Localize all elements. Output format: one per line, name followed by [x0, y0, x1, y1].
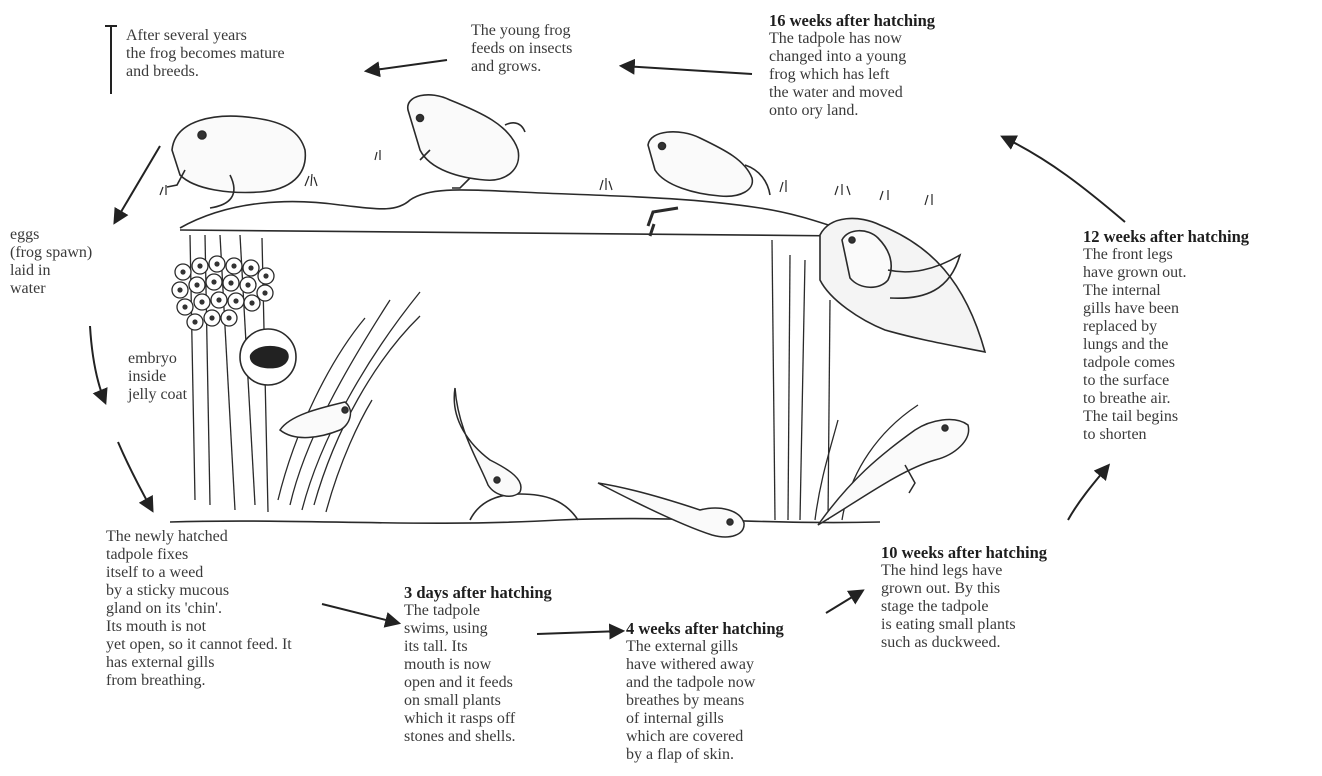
arrow-eggs-to-embryo: [90, 326, 105, 402]
adult-frog-breeding: [167, 116, 305, 208]
mature-bracket: [105, 25, 117, 94]
week16-heading: 16 weeks after hatching: [769, 12, 935, 30]
eggs-label: eggs (frog spawn) laid in water: [10, 226, 92, 298]
arrow-10-weeks-to-12-weeks: [1068, 466, 1108, 520]
week4-label: 4 weeks after hatching The external gill…: [626, 620, 784, 764]
young-frog-on-land: [648, 132, 770, 196]
arrow-hatched-to-3-days: [322, 604, 398, 623]
young-frog-label: The young frog feeds on insects and grow…: [471, 22, 572, 76]
week12-label: 12 weeks after hatching The front legs h…: [1083, 228, 1249, 444]
stone: [470, 494, 578, 520]
tadpole-3-days: [454, 388, 521, 496]
arrow-embryo-to-hatched: [118, 442, 152, 510]
week16-label: 16 weeks after hatching The tadpole has …: [769, 12, 935, 120]
hatched-tadpole: [280, 402, 350, 438]
arrow-4-weeks-to-10-weeks: [826, 591, 862, 613]
young-frog-climbing: [408, 95, 525, 188]
hatched-tadpole-label: The newly hatched tadpole fixes itself t…: [106, 528, 292, 690]
frog-spawn: [172, 256, 274, 330]
week12-heading: 12 weeks after hatching: [1083, 228, 1249, 246]
tadpole-4-weeks: [598, 483, 744, 537]
week10-heading: 10 weeks after hatching: [881, 544, 1047, 562]
arrow-mature-to-eggs: [115, 146, 160, 222]
embryo-label: embryo inside jelly coat: [128, 350, 187, 404]
pond-bottom: [170, 519, 880, 524]
week4-heading: 4 weeks after hatching: [626, 620, 784, 638]
arrow-young-frog-to-mature: [367, 60, 447, 71]
embryo-inset: [240, 329, 296, 385]
mature-stage-label: After several years the frog becomes mat…: [126, 27, 285, 81]
day3-heading: 3 days after hatching: [404, 584, 552, 602]
pond-bank: [180, 190, 850, 232]
arrow-16w-to-young-frog: [622, 66, 752, 74]
tadpole-10-weeks: [818, 420, 969, 525]
water-surface: [180, 230, 850, 236]
week10-label: 10 weeks after hatching The hind legs ha…: [881, 544, 1047, 652]
day3-label: 3 days after hatching The tadpole swims,…: [404, 584, 552, 746]
arrow-12-weeks-to-16-weeks: [1003, 137, 1125, 222]
